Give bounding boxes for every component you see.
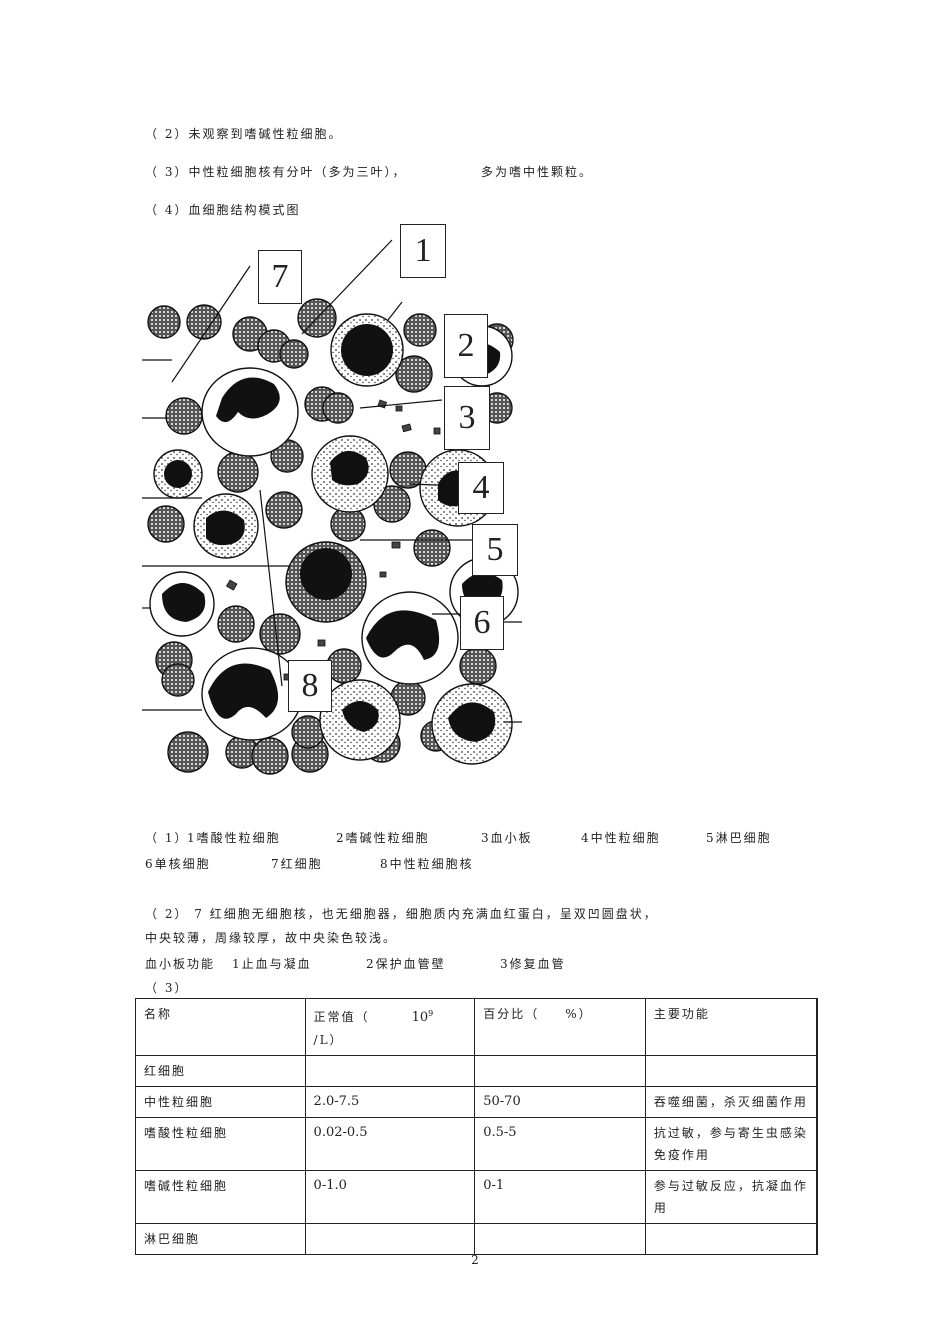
text-line-2: （ 2）未观察到嗜碱性粒细胞。 [145,127,343,141]
text-line-3b: 多为嗜中性颗粒。 [481,165,594,179]
figure-label-3: 3 [444,386,490,450]
answer-2-item-2: 2保护血管壁 [366,957,446,971]
cell-function: 参与过敏反应，抗凝血作用 [644,1170,818,1224]
header-percent-unit: %） [565,1007,593,1021]
header-function: 主要功能 [644,998,818,1056]
cell-normal-value: 2.0-7.5 [304,1086,476,1118]
answer-1-item-2: 2嗜碱性粒细胞 [336,831,430,845]
header-percentage: 百分比（ %） [474,998,646,1056]
figure-label-5: 5 [472,524,518,576]
answer-1-item-6: 6单核细胞 [145,857,211,871]
cell-percentage: 0-1 [474,1170,646,1224]
answer-3-prefix: （ 3） [145,981,189,995]
header-name: 名称 [135,998,306,1056]
table-row: 红细胞 [135,1055,818,1087]
answer-1-item-4: 4中性粒细胞 [581,831,661,845]
figure-label-2: 2 [444,314,488,378]
figure-label-8: 8 [288,660,332,712]
cell-function [644,1055,818,1087]
cell-function: 吞噬细菌，杀灭细菌作用 [644,1086,818,1118]
answer-2-line-1: （ 2） 7 红细胞无细胞核，也无细胞器，细胞质内充满血红蛋白，呈双凹圆盘状， [145,907,658,921]
header-normal-text: 正常值（ [313,1010,370,1024]
cell-normal-value: 0.02-0.5 [304,1117,476,1171]
text-line-3a: （ 3）中性粒细胞核有分叶（多为三叶）， [145,165,407,179]
figure-label-1: 1 [400,224,446,278]
page-number: 2 [471,1253,479,1267]
header-unit-exp: 9 [428,1009,436,1018]
answer-1-item-3: 3血小板 [481,831,533,845]
cell-name: 中性粒细胞 [135,1086,306,1118]
blood-cell-figure: 1 2 3 4 5 6 7 8 [142,222,522,782]
table-row: 淋巴细胞 [135,1223,818,1255]
cell-normal-value [304,1223,476,1255]
figure-label-6: 6 [460,596,504,650]
cell-percentage: 50-70 [474,1086,646,1118]
header-unit-tail: /L） [313,1033,344,1047]
cell-name: 淋巴细胞 [135,1223,306,1255]
cell-function: 抗过敏，参与寄生虫感染免疫作用 [644,1117,818,1171]
answer-1-item-5: 5淋巴细胞 [706,831,772,845]
blood-cell-table: 名称 正常值（ 109 /L） 百分比（ %） 主要功能 红细胞 中性粒细胞 2.0… [135,998,818,1255]
table-header-row: 名称 正常值（ 109 /L） 百分比（ %） 主要功能 [135,998,818,1056]
answer-1-prefix: （ 1） [145,831,189,845]
text-line-4: （ 4）血细胞结构模式图 [145,203,301,217]
cell-normal-value: 0-1.0 [304,1170,476,1224]
cell-percentage: 0.5-5 [474,1117,646,1171]
answer-1-item-7: 7红细胞 [271,857,323,871]
answer-2-item-1: 1止血与凝血 [232,957,312,971]
figure-label-7: 7 [258,250,302,304]
answer-2-line-3-prefix: 血小板功能 [145,957,216,971]
answer-1-item-8: 8中性粒细胞核 [380,857,474,871]
cell-function [644,1223,818,1255]
cell-normal-value [304,1055,476,1087]
cell-percentage [474,1055,646,1087]
header-unit-base: 10 [411,1010,429,1025]
cell-name: 嗜碱性粒细胞 [135,1170,306,1224]
answer-1-item-1: 1嗜酸性粒细胞 [187,831,281,845]
answer-2-line-2: 中央较薄，周缘较厚，故中央染色较浅。 [145,931,398,945]
figure-label-4: 4 [458,462,504,514]
header-normal-value: 正常值（ 109 /L） [304,998,476,1056]
answer-2-item-3: 3修复血管 [500,957,566,971]
table-row: 中性粒细胞 2.0-7.5 50-70 吞噬细菌，杀灭细菌作用 [135,1086,818,1118]
cell-percentage [474,1223,646,1255]
cell-name: 嗜酸性粒细胞 [135,1117,306,1171]
table-row: 嗜碱性粒细胞 0-1.0 0-1 参与过敏反应，抗凝血作用 [135,1170,818,1224]
table-row: 嗜酸性粒细胞 0.02-0.5 0.5-5 抗过敏，参与寄生虫感染免疫作用 [135,1117,818,1171]
cell-name: 红细胞 [135,1055,306,1087]
header-percent-text: 百分比（ [483,1007,540,1021]
